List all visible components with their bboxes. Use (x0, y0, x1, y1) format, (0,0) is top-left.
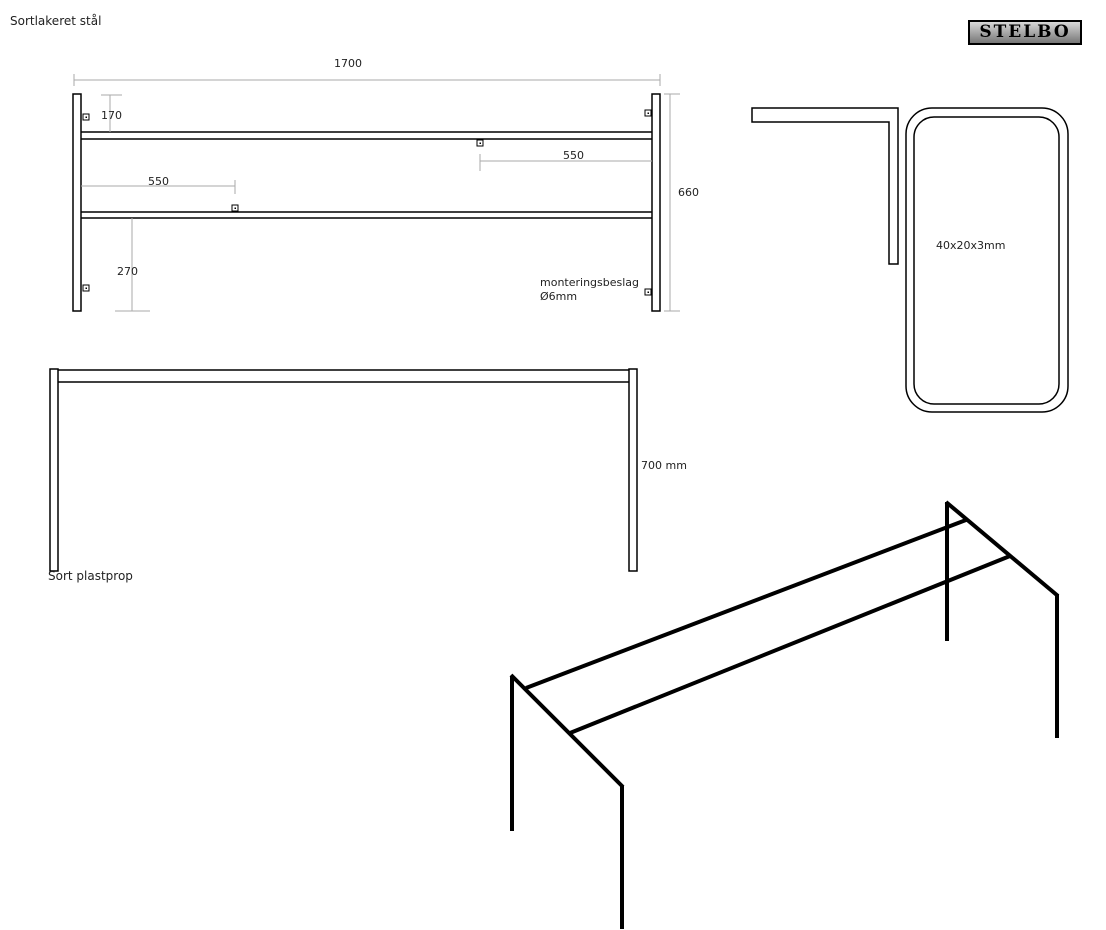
profile-label: 40x20x3mm (936, 239, 1006, 252)
side-view (49, 368, 638, 572)
bracket-size: Ø6mm (540, 290, 578, 303)
bottom-offset-dimension: 270 (117, 265, 138, 278)
bracket-icons (82, 109, 652, 296)
lower-bracket-dimension: 550 (148, 175, 169, 188)
height-dimension: 660 (678, 186, 699, 199)
right-leg (651, 93, 661, 312)
stelbo-logo: STELBO (968, 20, 1082, 45)
side-height-dimension: 700 mm (641, 459, 687, 472)
left-leg (72, 93, 82, 312)
dimension-lines (73, 74, 680, 312)
width-dimension: 1700 (334, 57, 362, 70)
top-view (72, 93, 661, 312)
cross-section (751, 107, 1069, 413)
perspective-view (509, 500, 1060, 929)
top-offset-dimension: 170 (101, 109, 122, 122)
bracket-label: monteringsbeslag (540, 276, 640, 289)
drawing-title: Sortlakeret stål (10, 14, 102, 28)
foot-label: Sort plastprop (48, 569, 133, 583)
upper-bracket-dimension: 550 (563, 149, 584, 162)
tube-inner (913, 116, 1060, 405)
tube-outer (905, 107, 1069, 413)
mounting-bracket-profile (751, 107, 899, 265)
